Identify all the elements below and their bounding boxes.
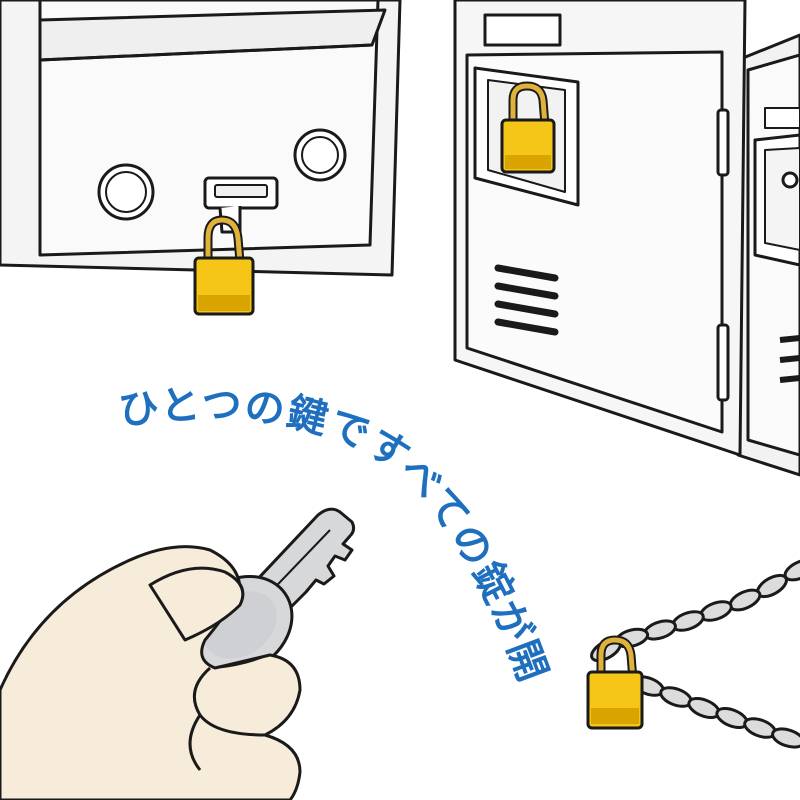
padlock-mailbox [193,215,255,316]
padlock-locker [500,81,556,174]
padlock-chain [586,635,644,730]
locker-vents [494,264,559,336]
locker-label [483,13,562,47]
mailbox-illustration [0,0,402,277]
locker-illustration [453,0,800,477]
hand-illustration [0,545,302,800]
